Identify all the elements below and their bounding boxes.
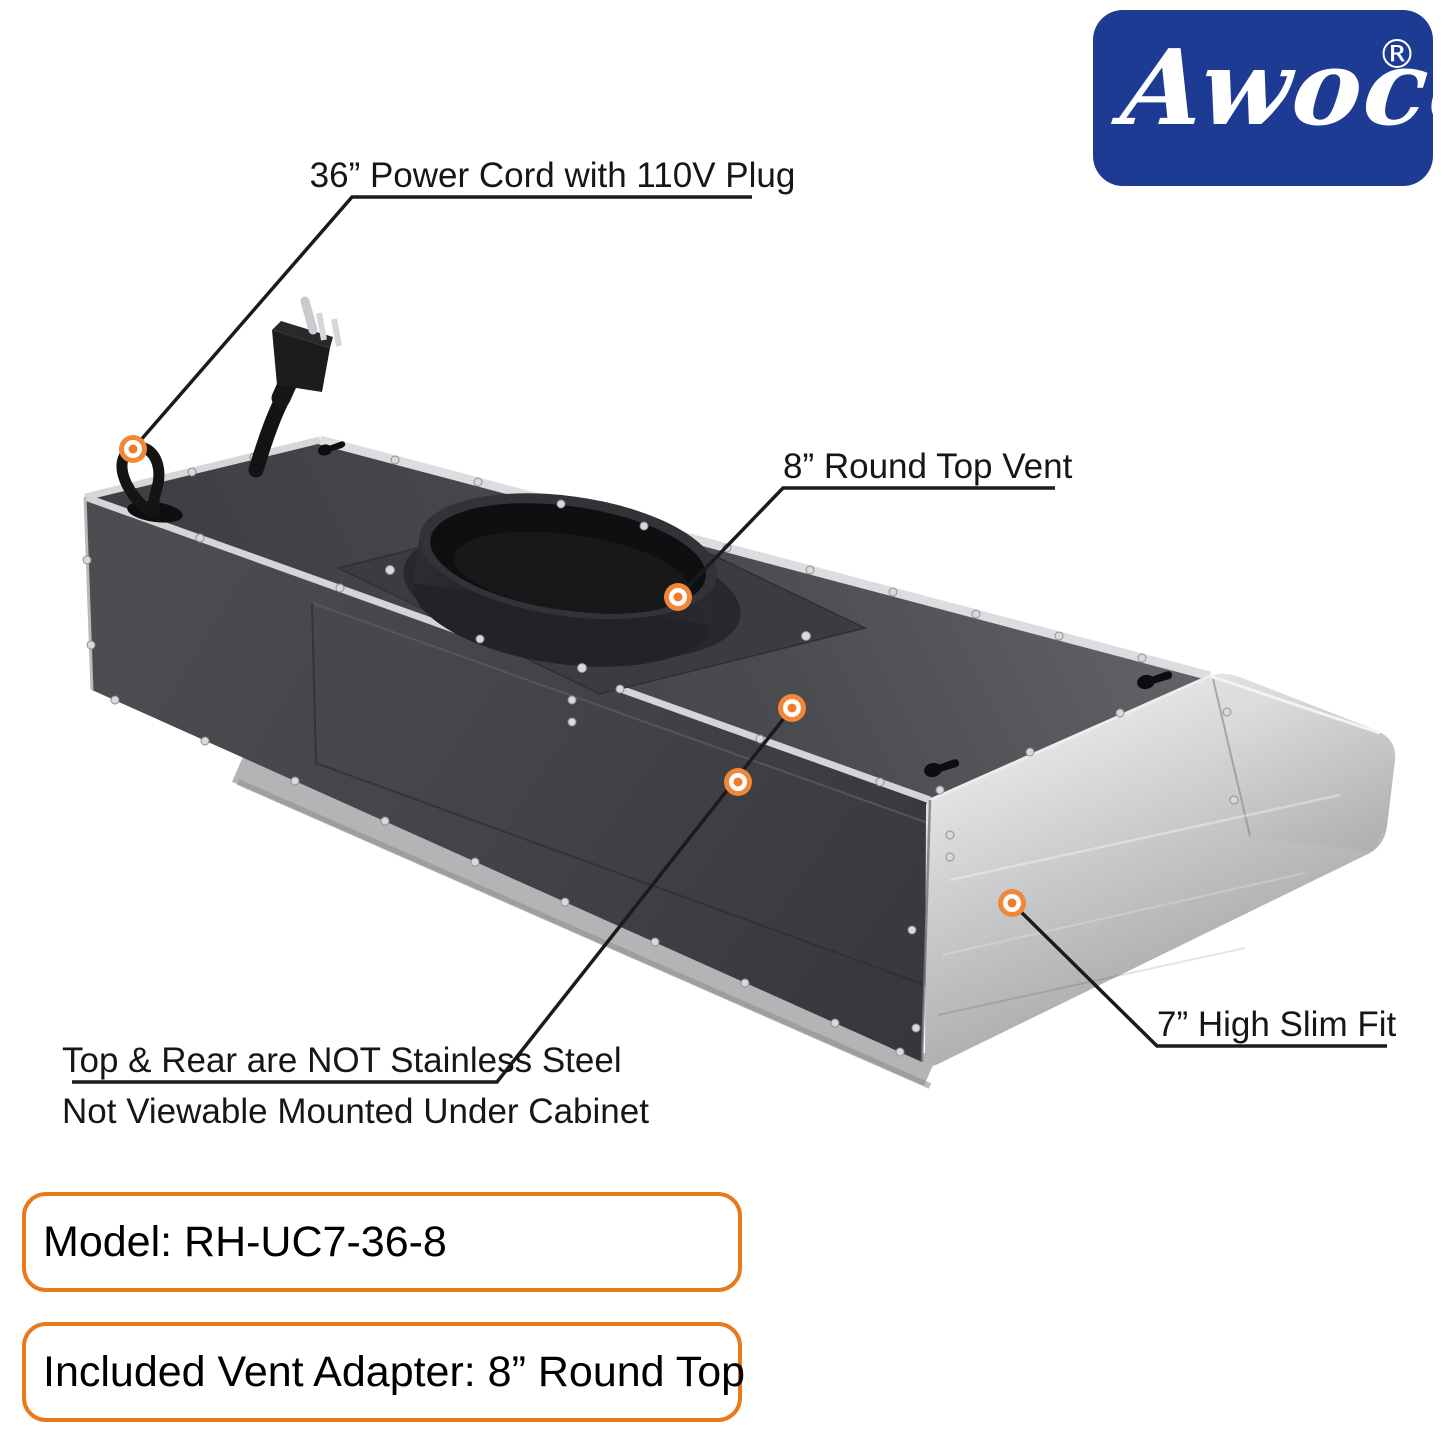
vent-collar xyxy=(412,493,718,667)
access-door xyxy=(312,603,1012,1015)
stainless-end-cap xyxy=(1210,676,1395,851)
cord-loop xyxy=(116,441,165,518)
plug-ground-pin xyxy=(300,296,318,335)
label-power-cord: 36” Power Cord with 110V Plug xyxy=(309,156,796,195)
registered-trademark-icon: ® xyxy=(1377,32,1417,78)
access-door-seam-top xyxy=(311,602,1013,854)
label-top-vent: 8” Round Top Vent xyxy=(783,447,1073,486)
marker-top-vent xyxy=(664,583,692,611)
left-corner-edge xyxy=(83,496,94,691)
plug-prong xyxy=(331,318,342,347)
end-cap-seam xyxy=(1212,678,1251,837)
plug-body-top xyxy=(272,321,333,348)
model-text: Model: RH-UC7-36-8 xyxy=(43,1217,447,1266)
label-slim-fit: 7” High Slim Fit xyxy=(1157,1005,1397,1044)
marker-power-cord xyxy=(119,435,147,463)
rear-right-edge xyxy=(920,799,932,1063)
label-rear-note-line1: Top & Rear are NOT Stainless Steel xyxy=(62,1041,622,1080)
cap-top-highlight xyxy=(1209,674,1381,735)
bottom-baffle-strip xyxy=(231,754,937,1086)
plug-body xyxy=(272,330,330,392)
marker-rear-surface xyxy=(724,768,752,796)
leader-power-cord xyxy=(131,195,752,451)
bottom-baffle-edge xyxy=(236,779,932,1089)
leader-top-vent xyxy=(676,486,1055,599)
plug-prong xyxy=(316,312,327,341)
callout-markers xyxy=(119,435,1026,917)
model-info-box: Model: RH-UC7-36-8 xyxy=(22,1192,742,1292)
brushed-streak xyxy=(949,793,1341,882)
leader-rear-note xyxy=(72,706,794,1084)
label-rear-note-line2: Not Viewable Mounted Under Cabinet xyxy=(62,1092,649,1131)
collar-inner-shadow xyxy=(454,531,689,614)
leader-slim-fit xyxy=(1010,901,1387,1048)
screws xyxy=(82,452,1239,1057)
power-cord xyxy=(116,296,342,523)
vent-adapter-info-box: Included Vent Adapter: 8” Round Top xyxy=(22,1322,746,1422)
marker-top-surface xyxy=(778,694,806,722)
keyhole-slots xyxy=(318,441,1173,778)
steel-edge-highlight xyxy=(929,674,1211,802)
brand-logo: Awoco ® xyxy=(1093,10,1445,186)
leader-lines xyxy=(72,195,1387,1084)
vent-adapter-text: Included Vent Adapter: 8” Round Top xyxy=(43,1347,746,1396)
marker-slim-fit xyxy=(998,889,1026,917)
vent-adapter xyxy=(335,493,868,695)
brushed-streak xyxy=(941,872,1306,956)
